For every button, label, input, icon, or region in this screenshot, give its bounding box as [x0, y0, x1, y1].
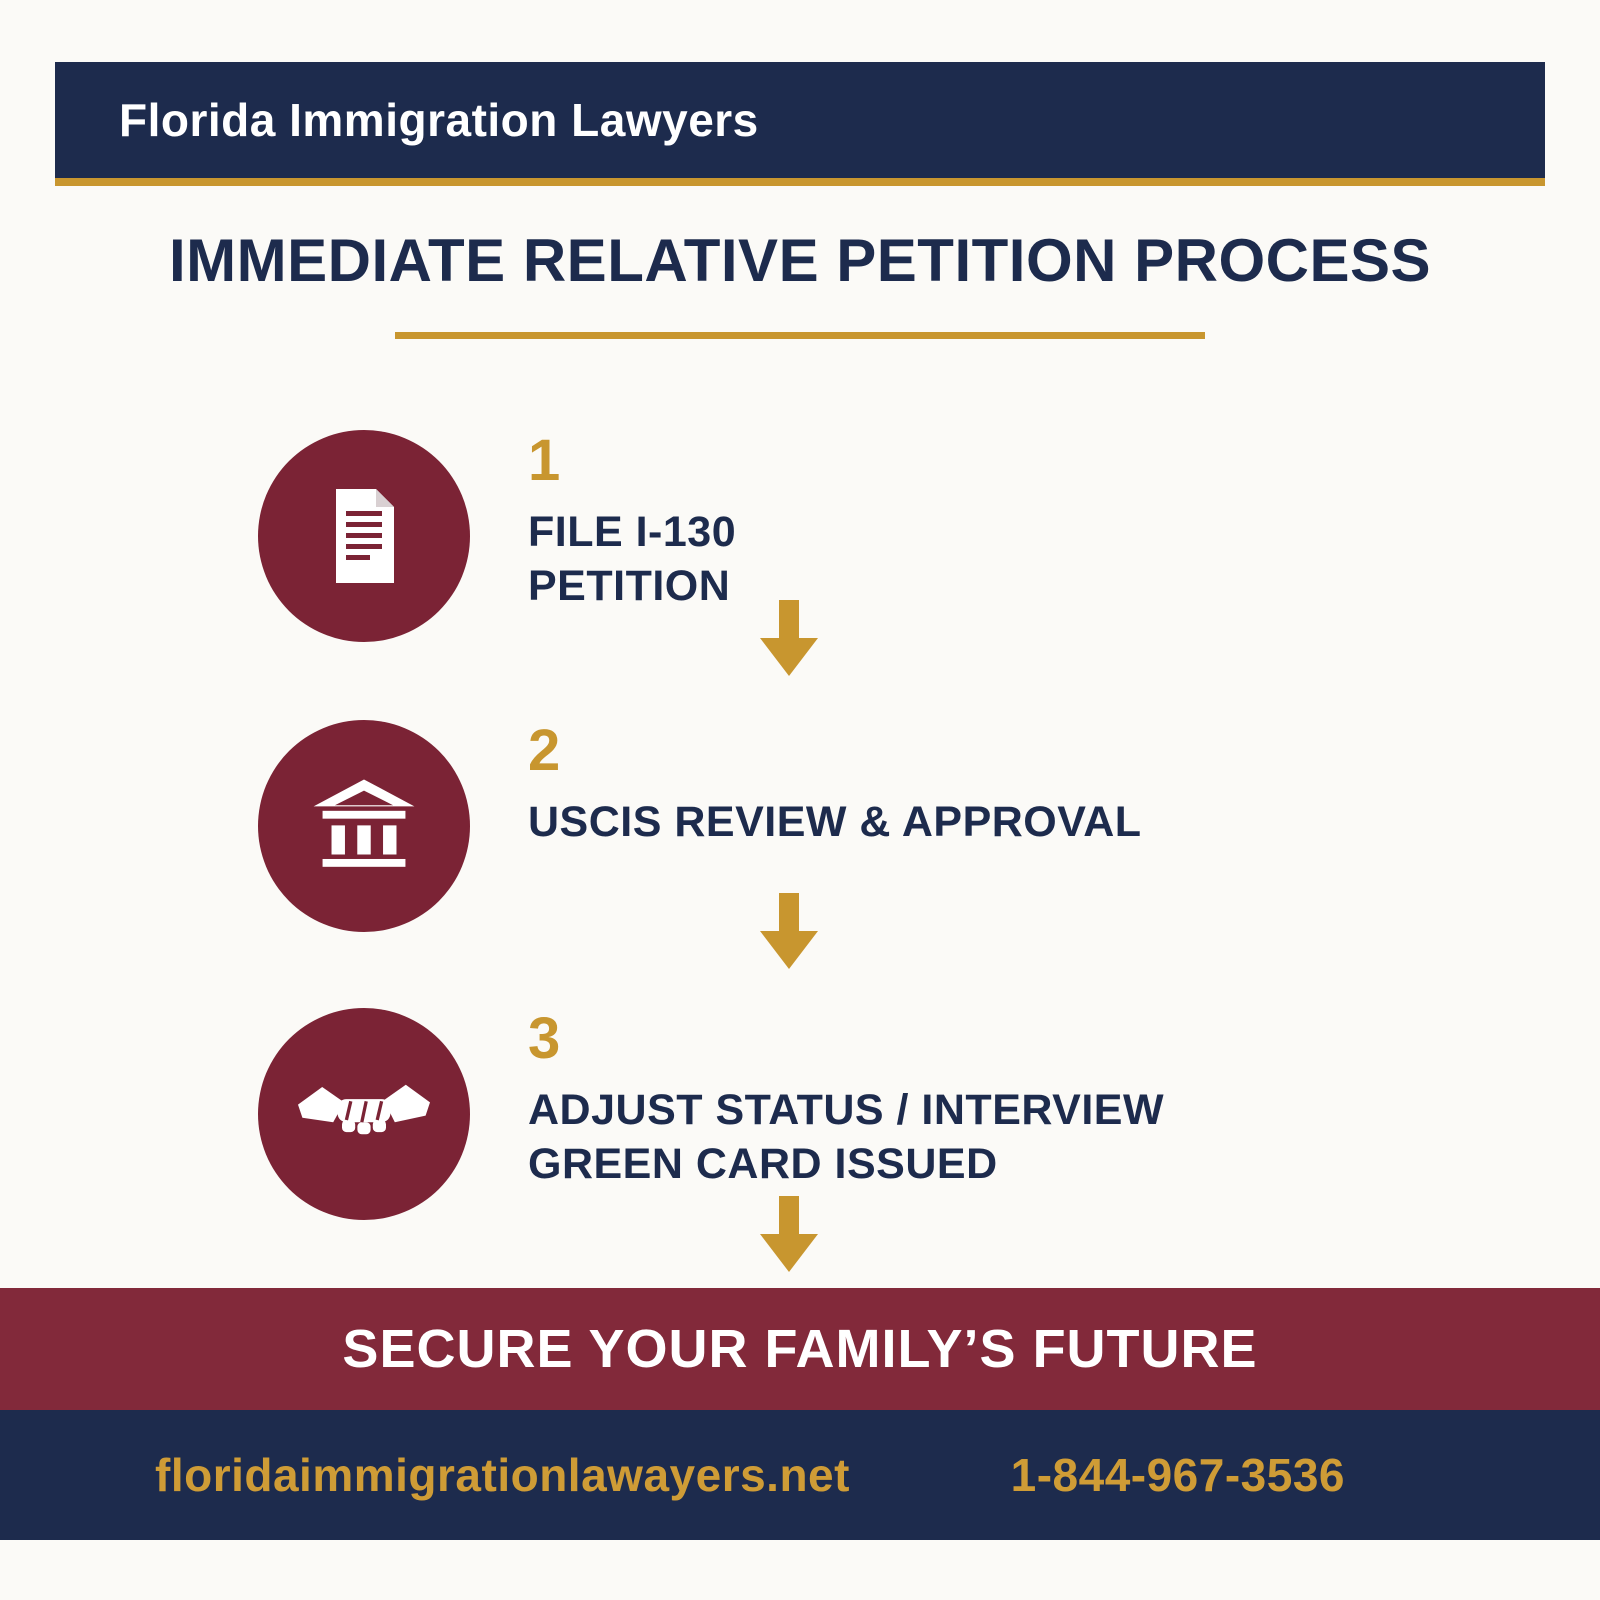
step1-label-line2: PETITION	[528, 561, 731, 610]
page-title: IMMEDIATE RELATIVE PETITION PROCESS	[168, 227, 1432, 294]
phone-text: 1-844-967-3536	[1010, 1449, 1345, 1501]
step1-icon-circle	[258, 430, 470, 642]
document-icon	[336, 489, 394, 583]
website-text: floridaimmigrationlawayers.net	[155, 1449, 850, 1501]
step-uscis-review: 2 USCIS REVIEW & APPROVAL	[258, 720, 1142, 932]
step1-label-line1: FILE I-130	[528, 508, 737, 556]
step2-text: 2 USCIS REVIEW & APPROVAL	[528, 720, 1142, 850]
step1-text: 1 FILE I-130 PETITION	[528, 430, 736, 614]
step3-icon-circle	[258, 1008, 470, 1220]
step3-number: 3	[528, 1006, 561, 1071]
step2-number: 2	[528, 718, 561, 783]
down-arrow-icon	[760, 600, 818, 678]
step3-label-line2: GREEN CARD ISSUED	[528, 1139, 998, 1188]
step3-text: 3 ADJUST STATUS / INTERVIEW GREEN CARD I…	[528, 1008, 1164, 1192]
cta-text: SECURE YOUR FAMILY’S FUTURE	[342, 1319, 1258, 1379]
cta-banner: SECURE YOUR FAMILY’S FUTURE	[0, 1288, 1600, 1410]
title-underline	[395, 332, 1205, 339]
step3-label-line1: ADJUST STATUS / INTERVIEW	[528, 1086, 1165, 1134]
down-arrow-icon	[760, 893, 818, 971]
step2-label-line1: USCIS REVIEW & APPROVAL	[528, 798, 1142, 846]
step2-icon-circle	[258, 720, 470, 932]
down-arrow-icon	[760, 1196, 818, 1274]
step-adjust-status: 3 ADJUST STATUS / INTERVIEW GREEN CARD I…	[258, 1008, 1164, 1220]
step1-number: 1	[528, 428, 561, 493]
header-bar: Florida Immigration Lawyers	[55, 62, 1545, 186]
brand-name: Florida Immigration Lawyers	[119, 94, 759, 146]
footer-bar: floridaimmigrationlawayers.net 1-844-967…	[0, 1410, 1600, 1540]
bank-icon	[313, 778, 415, 867]
step-file-petition: 1 FILE I-130 PETITION	[258, 430, 736, 642]
handshake-icon	[298, 1084, 430, 1134]
